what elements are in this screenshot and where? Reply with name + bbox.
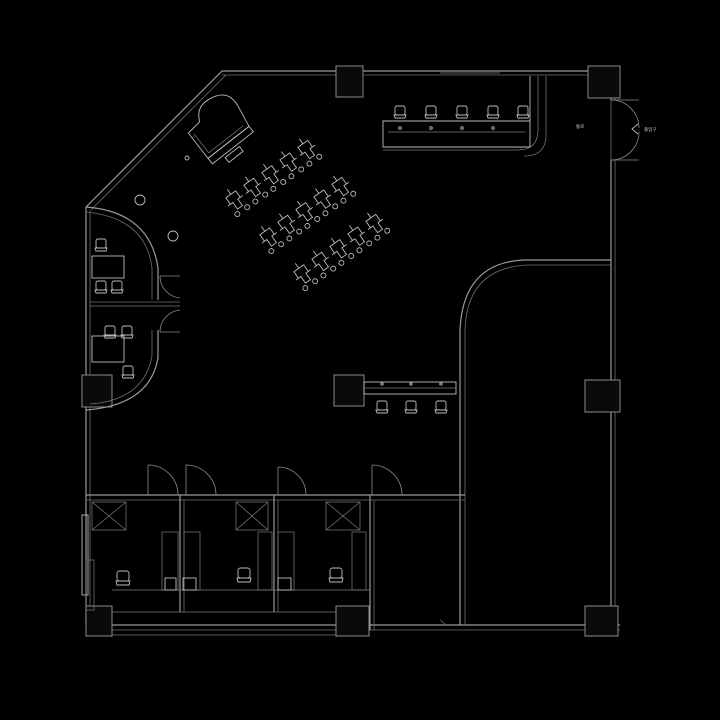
office-chair-icon	[94, 280, 108, 294]
office-chair-icon	[121, 365, 135, 379]
entrance-label: 출입구	[644, 126, 656, 133]
chevron-arrow-icon	[631, 123, 639, 135]
office-chair-icon	[455, 105, 469, 119]
corridor-label: 통로	[576, 124, 584, 130]
column-bottom-mid	[335, 605, 370, 637]
column-left	[81, 374, 113, 408]
column-bottom-right	[584, 605, 619, 637]
entrance: 출입구 통로	[576, 99, 656, 161]
column-top-right	[587, 65, 621, 99]
column-center	[333, 374, 365, 407]
middle-counter	[363, 381, 457, 414]
column-bottom-left	[85, 605, 113, 637]
office-chair-icon	[110, 280, 124, 294]
office-chair-icon	[375, 400, 389, 414]
office-chair-icon	[404, 400, 418, 414]
office-chair-icon	[434, 400, 448, 414]
top-workstation-counter	[382, 72, 547, 157]
office-chair-icon	[486, 105, 500, 119]
office-chair-icon	[115, 570, 131, 586]
office-rooms	[81, 464, 403, 613]
seating-area	[219, 133, 392, 293]
office-chair-icon	[393, 105, 407, 119]
office-chair-icon	[236, 567, 252, 583]
column-right	[584, 379, 621, 413]
right-large-room	[369, 259, 611, 630]
outer-walls	[85, 70, 620, 636]
office-chair-icon	[328, 567, 344, 583]
office-chair-icon	[516, 105, 530, 119]
office-chair-icon	[94, 238, 108, 252]
meeting-pods	[85, 194, 181, 411]
grand-piano	[187, 94, 254, 165]
office-chair-icon	[424, 105, 438, 119]
structural-columns	[81, 65, 621, 637]
column-top-mid	[335, 65, 364, 98]
